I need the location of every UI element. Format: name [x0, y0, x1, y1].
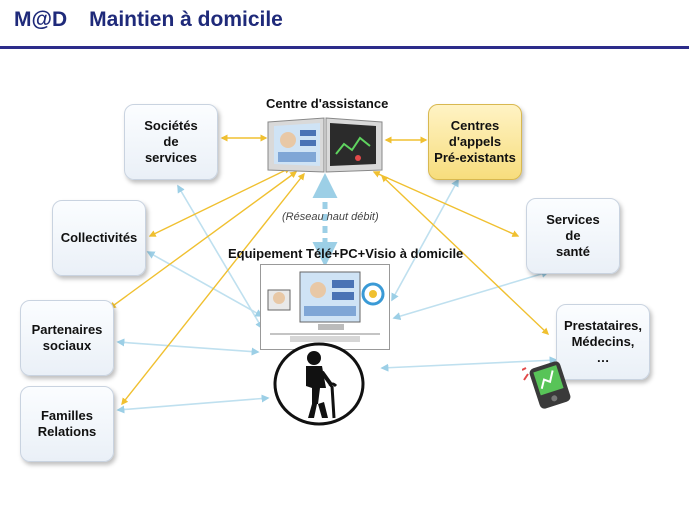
node-familles-relations: Familles Relations	[20, 386, 114, 462]
title-text: Maintien à domicile	[89, 8, 283, 31]
node-partenaires-sociaux: Partenaires sociaux	[20, 300, 114, 376]
node-societes-de-services: Sociétés de services	[124, 104, 218, 180]
brand-name: M@D	[14, 8, 68, 31]
node-prestataires-medecins: Prestataires, Médecins, …	[556, 304, 650, 380]
page-title: M@D Maintien à domicile	[14, 8, 283, 32]
node-services-de-sante: Services de santé	[526, 198, 620, 274]
pda-device-icon	[522, 361, 571, 409]
computer-screens-icon	[267, 117, 383, 173]
node-collectivites: Collectivités	[52, 200, 146, 276]
assistance-centre-label: Centre d'assistance	[266, 96, 389, 111]
title-divider	[0, 46, 689, 49]
node-centres-appels: Centres d'appels Pré-existants	[428, 104, 522, 180]
network-label: (Réseau haut débit)	[282, 211, 379, 223]
elderly-person-icon	[273, 342, 365, 426]
tv-pc-visio-icon	[260, 264, 390, 350]
home-equipment-label: Equipement Télé+PC+Visio à domicile	[228, 246, 464, 261]
